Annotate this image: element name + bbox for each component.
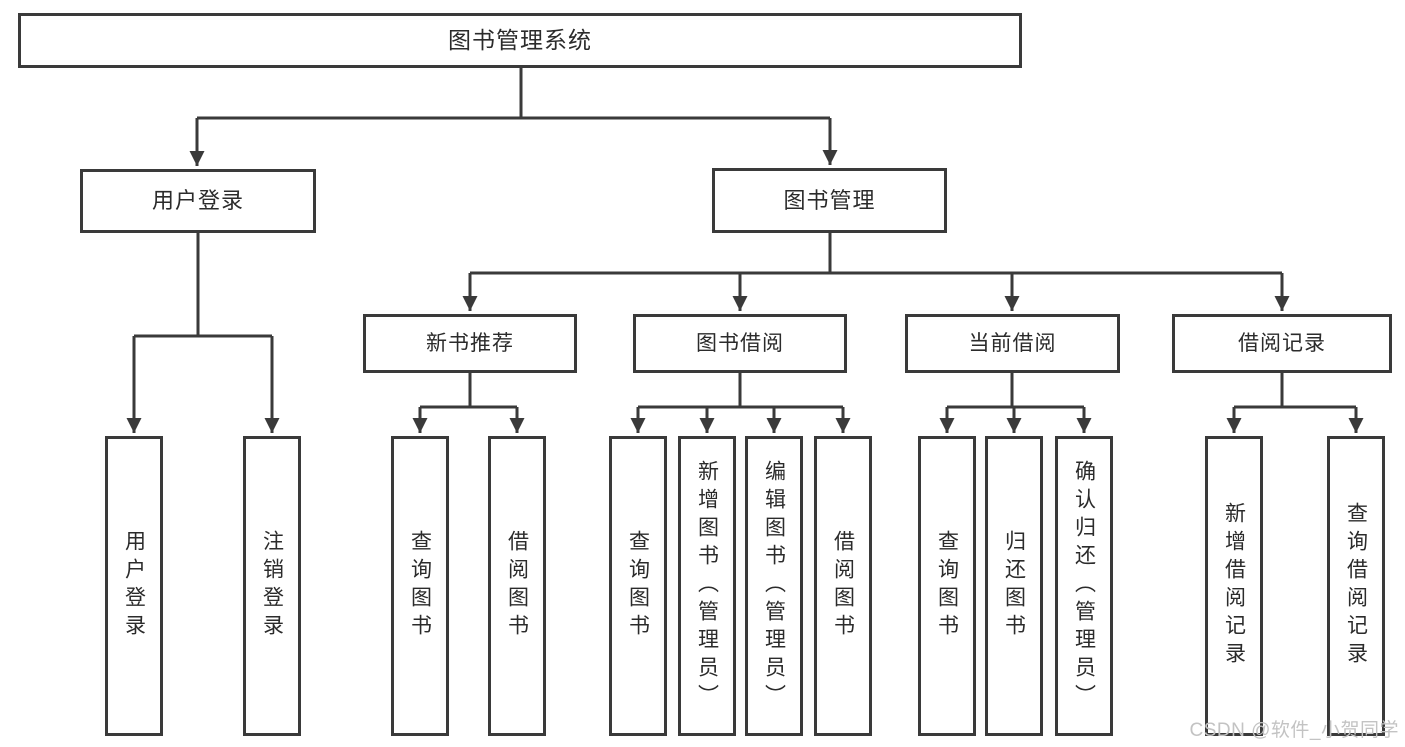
connector-group-user-login [126, 233, 280, 433]
connector-group-borrow-records [1226, 373, 1364, 433]
leaf-current-confirm-return-admin: 确认归还（管理员） [1055, 436, 1113, 736]
leaf-current-query-books: 查询图书 [918, 436, 976, 736]
node-book-borrow: 图书借阅 [633, 314, 847, 373]
node-current-borrow: 当前借阅 [905, 314, 1120, 373]
leaf-current-return-books: 归还图书 [985, 436, 1043, 736]
leaf-borrow-edit-books-admin: 编辑图书（管理员） [745, 436, 803, 736]
leaf-newbooks-query-books: 查询图书 [391, 436, 449, 736]
leaf-logout: 注销登录 [243, 436, 301, 736]
leaf-borrow-query-books: 查询图书 [609, 436, 667, 736]
leaf-records-query-record: 查询借阅记录 [1327, 436, 1385, 736]
leaf-records-add-record: 新增借阅记录 [1205, 436, 1263, 736]
connector-group-book-mgmt [462, 233, 1290, 311]
leaf-borrow-borrow-books: 借阅图书 [814, 436, 872, 736]
node-borrow-records: 借阅记录 [1172, 314, 1392, 373]
connector-group-new-books [412, 373, 525, 433]
leaf-newbooks-borrow-books: 借阅图书 [488, 436, 546, 736]
node-new-book-recommend: 新书推荐 [363, 314, 577, 373]
connector-group-current-borrow [939, 373, 1092, 433]
node-book-management: 图书管理 [712, 168, 947, 233]
leaf-user-login: 用户登录 [105, 436, 163, 736]
watermark-text: CSDN @软件_小贺同学 [1189, 720, 1399, 741]
connector-group-book-borrow [630, 373, 851, 433]
node-root-system: 图书管理系统 [18, 13, 1022, 68]
connector-group-root [189, 68, 838, 166]
leaf-borrow-add-books-admin: 新增图书（管理员） [678, 436, 736, 736]
node-user-login: 用户登录 [80, 169, 316, 233]
